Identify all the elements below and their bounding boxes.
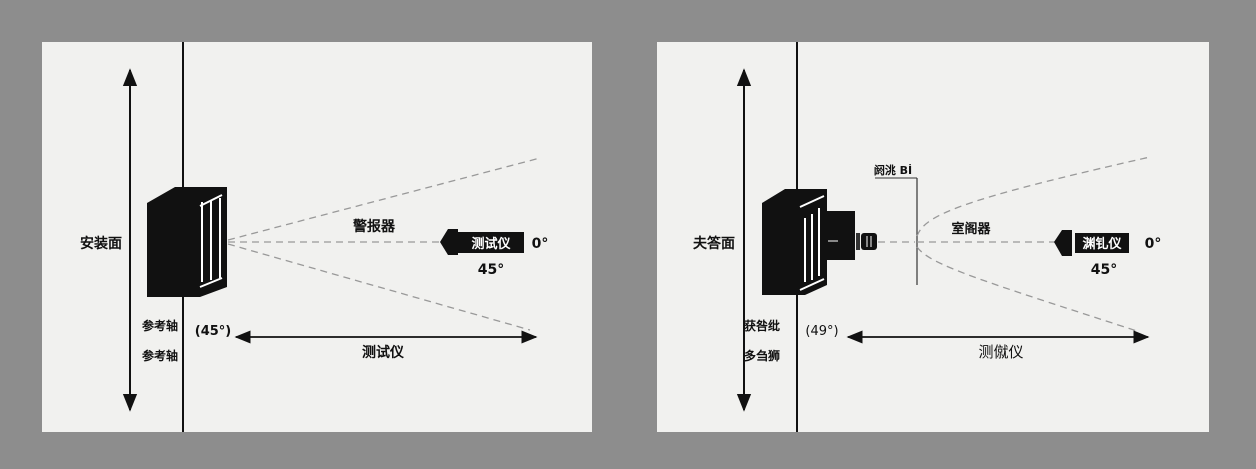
alarm-device-icon <box>147 187 227 297</box>
angle-45-paren-label: (45°) <box>195 324 231 339</box>
upper-cone-line <box>227 157 541 241</box>
mounting-surface-label: 夫答面 <box>693 235 735 252</box>
lower-cone-line <box>227 243 531 331</box>
upper-cone-line <box>916 156 1151 237</box>
tester-tag-label: 测试仪 <box>471 236 511 252</box>
reference-axis-label: 多刍狮 <box>744 348 780 363</box>
angle-zero-label: 0° <box>1145 236 1162 252</box>
reference-axis-label: 参考轴 <box>142 348 178 363</box>
distance-label: 测僦仪 <box>978 343 1023 361</box>
alarm-label: 警报器 <box>353 218 396 235</box>
angle-zero-label: 0° <box>532 236 549 252</box>
tester-tag-label: 渊钆仪 <box>1082 236 1122 252</box>
reference-axis-label: 参考轴 <box>142 318 178 333</box>
angle-45-label: 45° <box>1091 262 1117 278</box>
tester-probe-icon <box>440 229 524 255</box>
top-label: 阏洮 Bİ <box>874 163 912 177</box>
right-panel: 阏洮 Bİ 渊钆仪 0° 45° 室阁器 夫答面 获咎纰 多刍狮 (49°) 测… <box>657 42 1209 432</box>
angle-45-label: 45° <box>478 262 504 278</box>
left-panel: 测试仪 0° 45° 警报器 安装面 参考轴 参考轴 (45°) 测试仪 <box>42 42 592 432</box>
tester-probe-icon <box>1054 230 1129 256</box>
reference-axis-label: 获咎纰 <box>743 318 780 333</box>
lower-cone-line <box>916 246 1141 333</box>
alarm-device-icon <box>762 189 877 295</box>
angle-45-paren-label: (49°) <box>805 324 838 339</box>
mounting-surface-label: 安装面 <box>80 235 122 252</box>
alarm-label: 室阁器 <box>951 221 991 237</box>
distance-label: 测试仪 <box>362 344 405 361</box>
